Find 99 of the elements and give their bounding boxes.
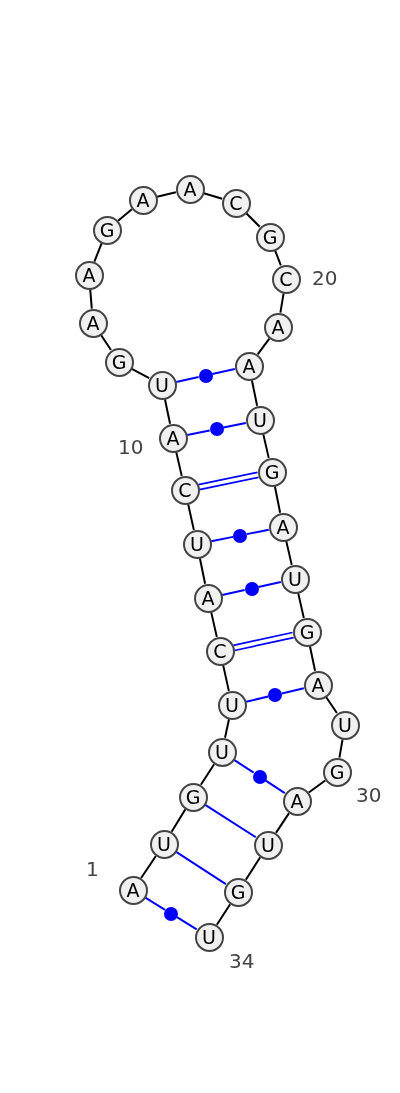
position-number: 30 — [356, 784, 382, 806]
dot-icon — [244, 581, 259, 596]
base-pair-line — [175, 850, 227, 886]
backbone-line — [244, 856, 262, 881]
nucleotide-node: A — [234, 351, 264, 381]
nucleotide-node: U — [149, 829, 179, 859]
dot-icon — [209, 422, 224, 436]
base-pair-line — [233, 636, 295, 652]
base-pair-line — [144, 896, 167, 911]
backbone-line — [274, 249, 282, 267]
nucleotide-node: C — [271, 264, 301, 294]
backbone-line — [140, 855, 157, 879]
base-pair-line — [210, 535, 235, 543]
base-pair-line — [175, 376, 200, 383]
nucleotide-node: G — [322, 757, 352, 787]
nucleotide-node: G — [178, 782, 208, 812]
nucleotide-node: U — [245, 405, 275, 435]
backbone-line — [210, 611, 218, 638]
base-pair-line — [222, 421, 247, 429]
nucleotide-node: U — [280, 564, 310, 594]
base-pair-line — [245, 528, 270, 536]
backbone-line — [222, 664, 230, 692]
backbone-line — [307, 779, 327, 794]
position-number: 20 — [312, 267, 338, 289]
nucleotide-node: A — [158, 423, 188, 453]
nucleotide-node: A — [268, 512, 298, 542]
nucleotide-node: C — [221, 188, 251, 218]
backbone-line — [93, 242, 103, 263]
backbone-line — [187, 503, 195, 531]
nucleotide-node: A — [78, 308, 108, 338]
base-pair-line — [211, 368, 236, 375]
nucleotide-node: A — [263, 312, 293, 342]
nucleotide-node: U — [217, 690, 247, 720]
base-pair-line — [198, 476, 260, 491]
nucleotide-node: A — [193, 583, 223, 613]
nucleotide-node: G — [104, 347, 134, 377]
backbone-line — [262, 433, 270, 459]
backbone-line — [279, 292, 285, 314]
base-pair-line — [264, 779, 286, 795]
dot-icon — [233, 528, 247, 543]
base-pair-line — [175, 916, 198, 931]
nucleotide-node: G — [92, 215, 122, 245]
backbone-line — [297, 592, 305, 619]
backbone-line — [308, 645, 317, 672]
backbone-line — [273, 485, 282, 514]
backbone-line — [163, 398, 172, 425]
backbone-line — [198, 557, 207, 585]
nucleotide-node: A — [303, 670, 333, 700]
nucleotide-node: U — [207, 737, 237, 767]
base-pair-line — [204, 803, 257, 839]
dot-icon — [164, 906, 178, 921]
nucleotide-node: G — [292, 617, 322, 647]
backbone-line — [202, 192, 224, 200]
backbone-line — [250, 379, 259, 407]
backbone-line — [199, 763, 216, 786]
base-pair-line — [280, 687, 305, 695]
dot-icon — [252, 769, 267, 784]
nucleotide-node: A — [128, 185, 158, 215]
nucleotide-node: U — [194, 922, 224, 952]
nucleotide-node: U — [182, 529, 212, 559]
backbone-line — [275, 812, 290, 834]
dot-icon — [268, 688, 282, 702]
nucleotide-node: A — [282, 786, 312, 816]
base-pair-line — [197, 471, 259, 486]
nucleotide-node: G — [257, 457, 287, 487]
backbone-line — [100, 334, 112, 351]
backbone-line — [285, 540, 293, 566]
backbone-line — [156, 191, 177, 198]
position-number: 10 — [118, 436, 144, 458]
backbone-line — [175, 451, 183, 477]
nucleotide-node: U — [253, 830, 283, 860]
nucleotide-node: C — [205, 636, 235, 666]
nucleotide-node: C — [170, 475, 200, 505]
nucleotide-node: A — [118, 875, 148, 905]
backbone-line — [130, 367, 151, 380]
backbone-line — [245, 212, 261, 228]
backbone-line — [89, 288, 93, 310]
backbone-line — [117, 208, 133, 222]
backbone-line — [224, 718, 230, 739]
base-pair-line — [232, 631, 294, 647]
backbone-line — [338, 738, 344, 759]
backbone-line — [215, 903, 232, 926]
nucleotide-node: U — [147, 370, 177, 400]
backbone-line — [170, 808, 187, 833]
base-pair-line — [221, 589, 246, 596]
dot-icon — [198, 368, 213, 383]
position-number: 1 — [86, 858, 99, 880]
nucleotide-node: A — [175, 174, 205, 204]
base-pair-line — [257, 581, 282, 588]
nucleotide-node: U — [330, 710, 360, 740]
base-pair-line — [186, 429, 211, 437]
nucleotide-node: A — [74, 260, 104, 290]
nucleotide-node: G — [255, 222, 285, 252]
backbone-line — [256, 337, 271, 356]
position-number: 34 — [229, 950, 255, 972]
base-pair-line — [233, 758, 255, 774]
backbone-line — [325, 696, 338, 714]
nucleotide-node: G — [223, 877, 253, 907]
base-pair-line — [245, 695, 270, 703]
